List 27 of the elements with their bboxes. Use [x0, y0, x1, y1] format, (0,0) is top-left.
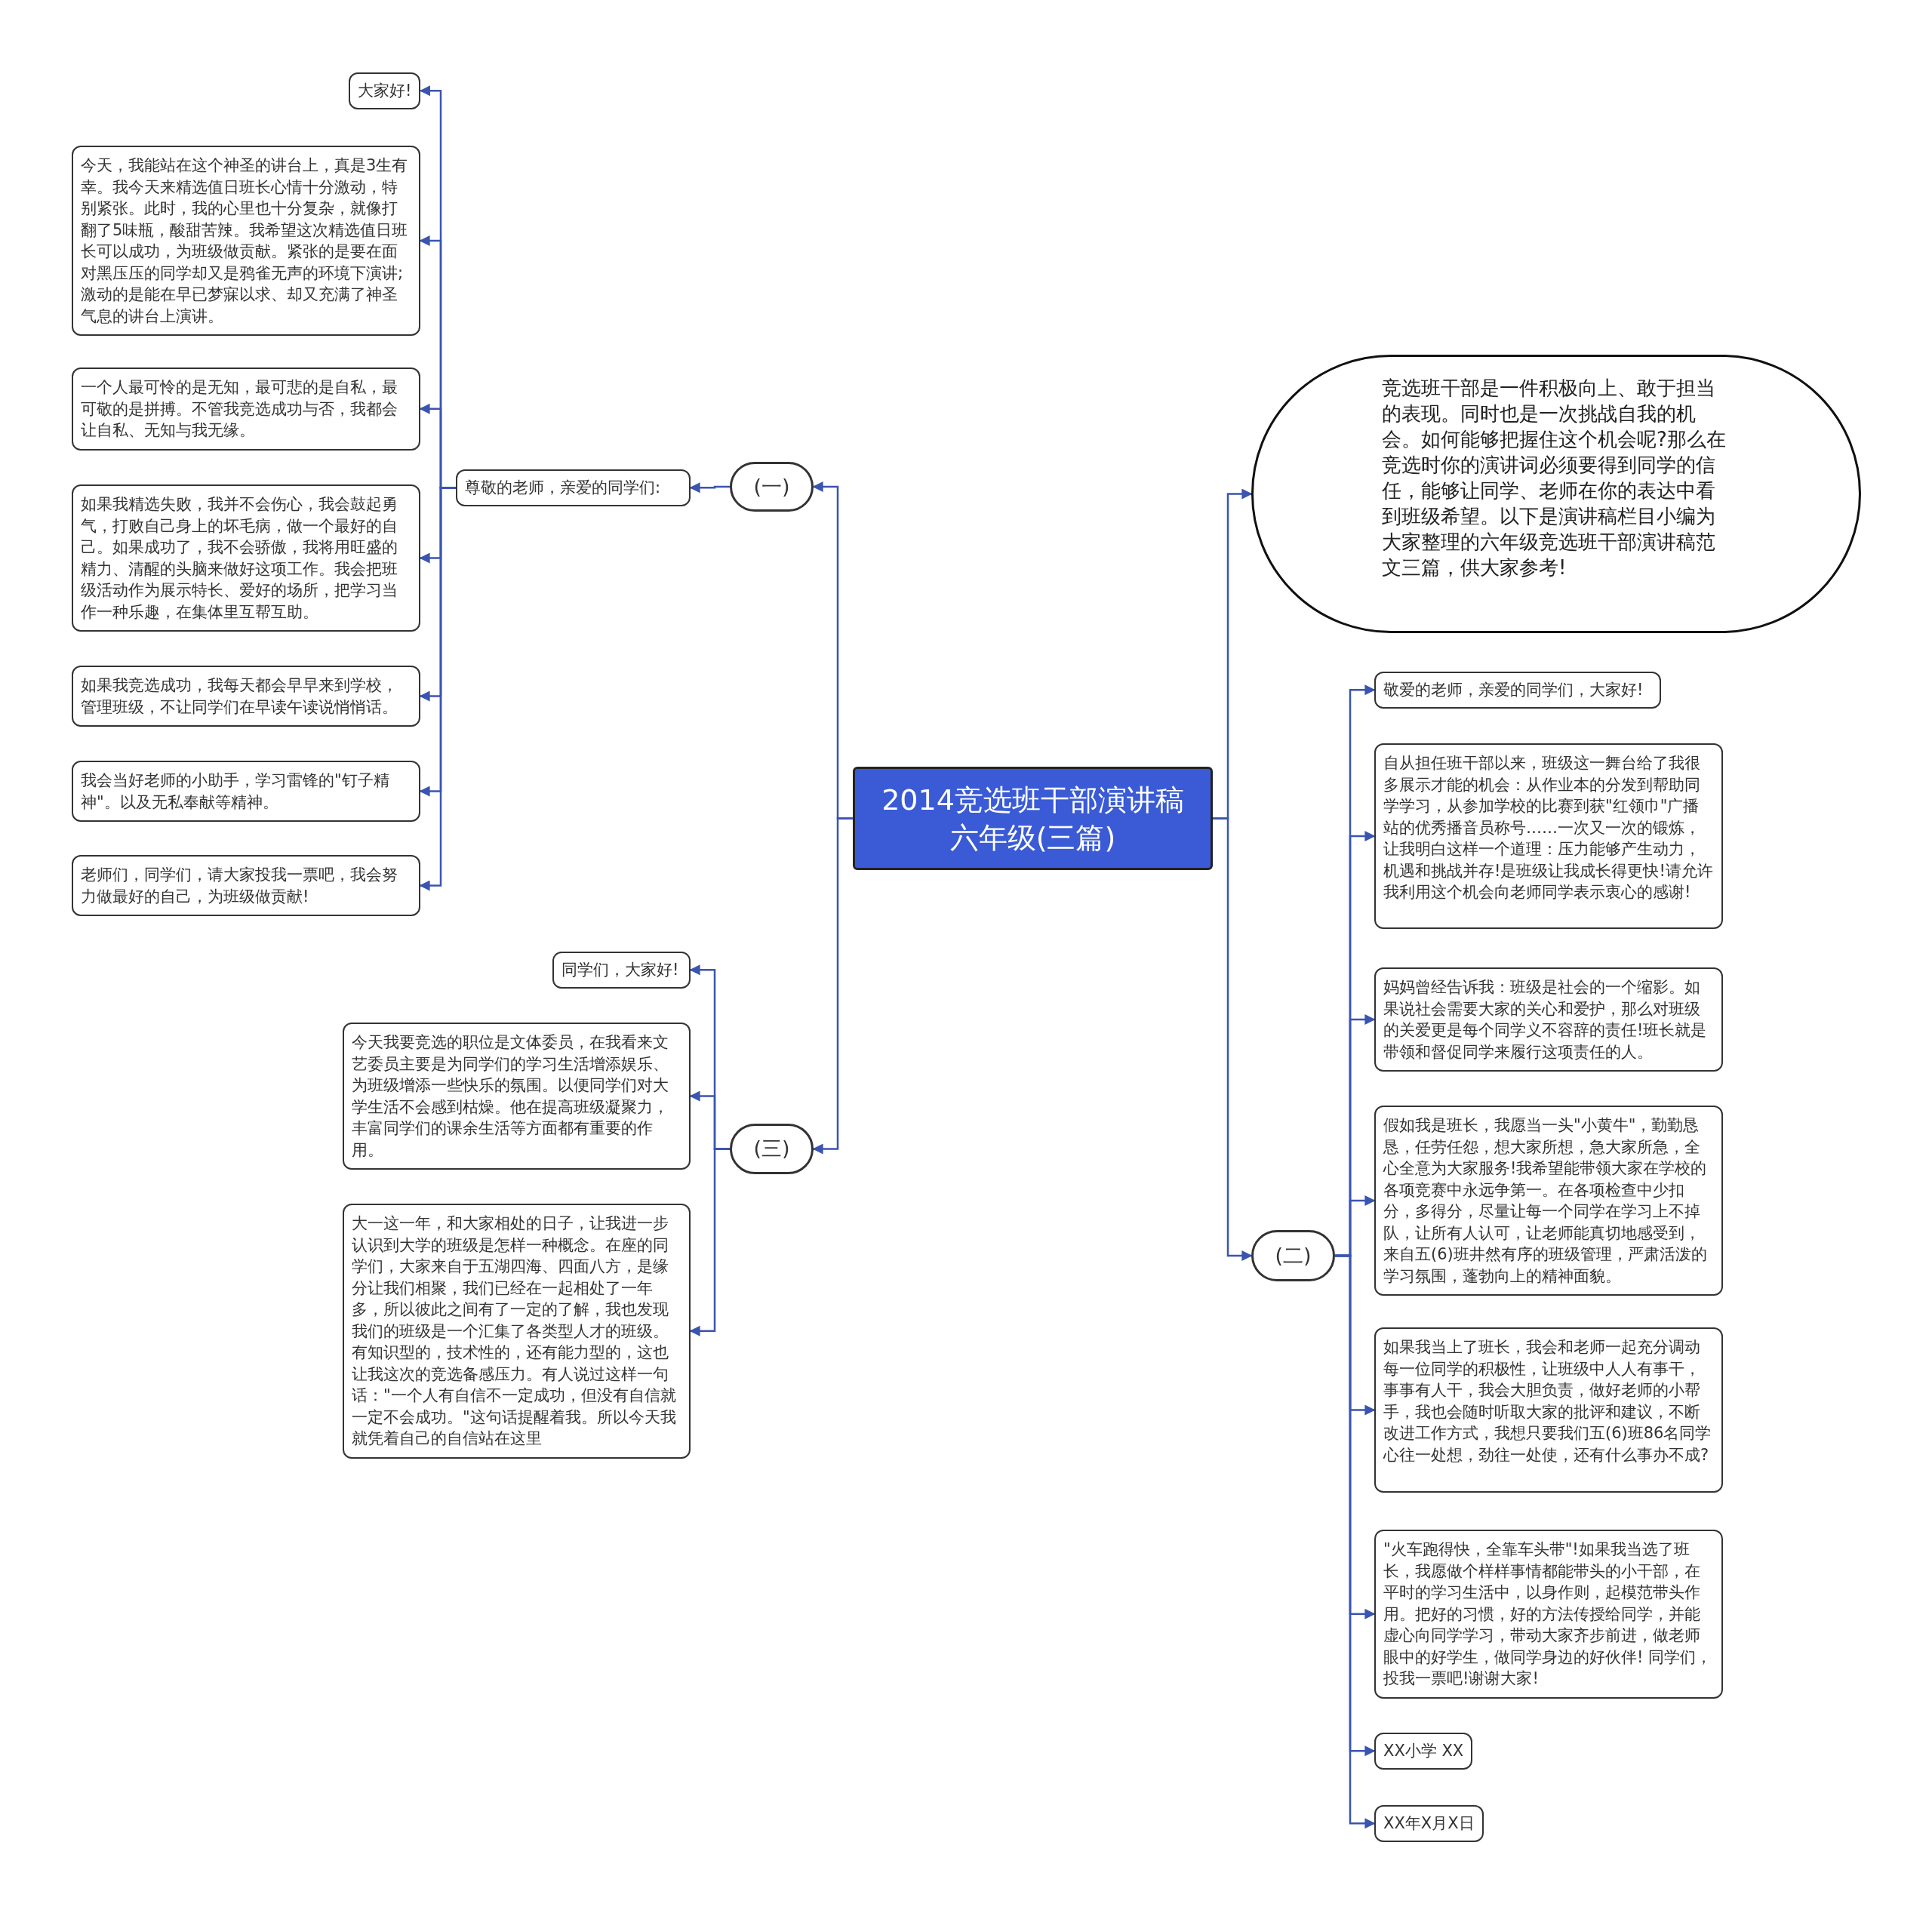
text-box: XX年X月X日	[1374, 1805, 1484, 1842]
section-pill: (二)	[1251, 1230, 1335, 1281]
text-box: "火车跑得快，全靠车头带"!如果我当选了班长，我愿做个样样事情都能带头的小干部，在平时的学习生活中，以身作则，起模范带头作用。把好的习惯，好的方法传授给同学，并能虚心向同学学习，带动大家齐步前进，做老师眼中的好学生，做同学身边的好伙伴! 同学们，投我一票吧!谢谢大家!	[1374, 1530, 1723, 1699]
text-box: 假如我是班长，我愿当一头"小黄牛"，勤勤恳恳，任劳任怨，想大家所想，急大家所急，全心全意为大家服务!我希望能带领大家在学校的各项竞赛中永远争第一。在各项检查中少扣分，多得分，尽量让每一个同学在学习上不掉队，让所有人认可，让老师能真切地感受到，来自五(6)班井然有序的班级管理，严肃活泼的学习氛围，蓬勃向上的精神面貌。	[1374, 1106, 1723, 1296]
text-box: 自从担任班干部以来，班级这一舞台给了我很多展示才能的机会：从作业本的分发到帮助同学学习，从参加学校的比赛到获"红领巾"广播站的优秀播音员称号……一次又一次的锻炼，让我明白这样一个道理：压力能够产生动力，机遇和挑战并存!是班级让我成长得更快!请允许我利用这个机会向老师同学表示衷心的感谢!	[1374, 743, 1723, 929]
text-box: 敬爱的老师，亲爱的同学们，大家好!	[1374, 672, 1661, 709]
text-box: 同学们，大家好!	[552, 952, 691, 989]
text-box: 尊敬的老师，亲爱的同学们:	[456, 469, 691, 506]
section-pill: (一)	[730, 462, 814, 512]
text-box: 如果我竞选成功，我每天都会早早来到学校，管理班级，不让同学们在早读午读说悄悄话。	[72, 666, 420, 727]
central-topic-box: 2014竞选班干部演讲稿六年级(三篇)	[853, 767, 1213, 870]
connector-arrow	[1213, 817, 1253, 1261]
text-box: 今天，我能站在这个神圣的讲台上，真是3生有幸。我今天来精选值日班长心情十分激动，特别紧张。此时，我的心里也十分复杂，就像打翻了5味瓶，酸甜苦辣。我希望这次精选值日班长可以成功，为班级做贡献。紧张的是要在面对黑压压的同学却又是鸦雀无声的环境下演讲;激动的是能在早已梦寐以求、却又充满了神圣气息的讲台上演讲。	[72, 146, 420, 336]
text-box: 老师们，同学们，请大家投我一票吧，我会努力做最好的自己，为班级做贡献!	[72, 855, 420, 916]
connector-arrow	[689, 1148, 730, 1336]
text-box: 如果我精选失败，我并不会伤心，我会鼓起勇气，打败自己身上的坏毛病，做一个最好的自己。如果成功了，我不会骄傲，我将用旺盛的精力、清醒的头脑来做好这项工作。我会把班级活动作为展示特长、爱好的场所，把学习当作一种乐趣，在集体里互帮互助。	[72, 484, 420, 632]
text-box: 今天我要竞选的职位是文体委员，在我看来文艺委员主要是为同学们的学习生活增添娱乐、为班级增添一些快乐的氛围。以便同学们对大学生活不会感到枯燥。他在提高班级凝聚力，丰富同学们的课余生活等方面都有重要的作用。	[343, 1023, 691, 1170]
text-box: 我会当好老师的小助手，学习雷锋的"钉子精神"。以及无私奉献等精神。	[72, 761, 420, 822]
text-box: 如果我当上了班长，我会和老师一起充分调动每一位同学的积极性，让班级中人人有事干，事事有人干，我会大胆负责，做好老师的小帮手，我也会随时听取大家的批评和建议，不断改进工作方式，我想只要我们五(6)班86名同学心往一处想，劲往一处使，还有什么事办不成?	[1374, 1327, 1723, 1493]
text-box: XX小学 XX	[1374, 1733, 1473, 1770]
text-box: 妈妈曾经告诉我：班级是社会的一个缩影。如果说社会需要大家的关心和爱护，那么对班级的关爱更是每个同学义不容辞的责任!班长就是带领和督促同学来履行这项责任的人。	[1374, 967, 1723, 1072]
text-box: 大一这一年，和大家相处的日子，让我进一步认识到大学的班级是怎样一种概念。在座的同学们，大家来自于五湖四海、四面八方，是缘分让我们相聚，我们已经在一起相处了一年多，所以彼此之间有了一定的了解，我也发现我们的班级是一个汇集了各类型人才的班级。有知识型的，技术性的，还有能力型的，这也让我这次的竞选备感压力。有人说过这样一句话："一个人有自信不一定成功，但没有自信就一定不会成功。"这句话提醒着我。所以今天我就凭着自己的自信站在这里	[343, 1204, 691, 1459]
text-box: 一个人最可怜的是无知，最可悲的是自私，最可敬的是拼搏。不管我竞选成功与否，我都会让自私、无知与我无缘。	[72, 368, 420, 451]
text-box: 大家好!	[349, 72, 421, 109]
connector-arrow	[689, 482, 730, 494]
section-pill: (三)	[730, 1124, 814, 1174]
connector-arrow	[812, 817, 853, 1155]
